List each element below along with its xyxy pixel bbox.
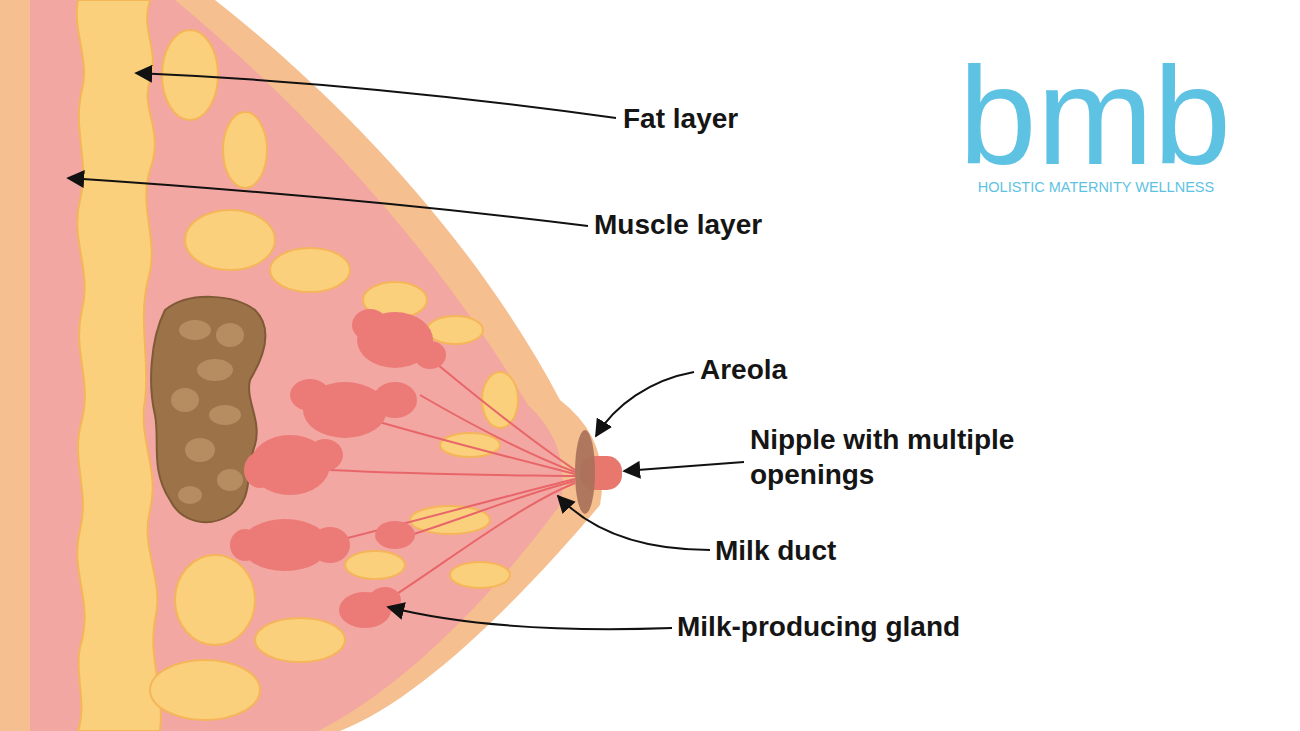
logo-mark: bmb <box>959 46 1231 186</box>
logo-tagline: HOLISTIC MATERNITY WELLNESS <box>978 180 1214 195</box>
part-label: Milk-producing gland <box>677 609 960 644</box>
part-label: Nipple with multiple openings <box>750 422 1035 492</box>
part-label: Milk duct <box>715 533 836 568</box>
part-label: Areola <box>700 352 787 387</box>
part-label: Muscle layer <box>594 207 762 242</box>
part-label: Fat layer <box>623 101 738 136</box>
